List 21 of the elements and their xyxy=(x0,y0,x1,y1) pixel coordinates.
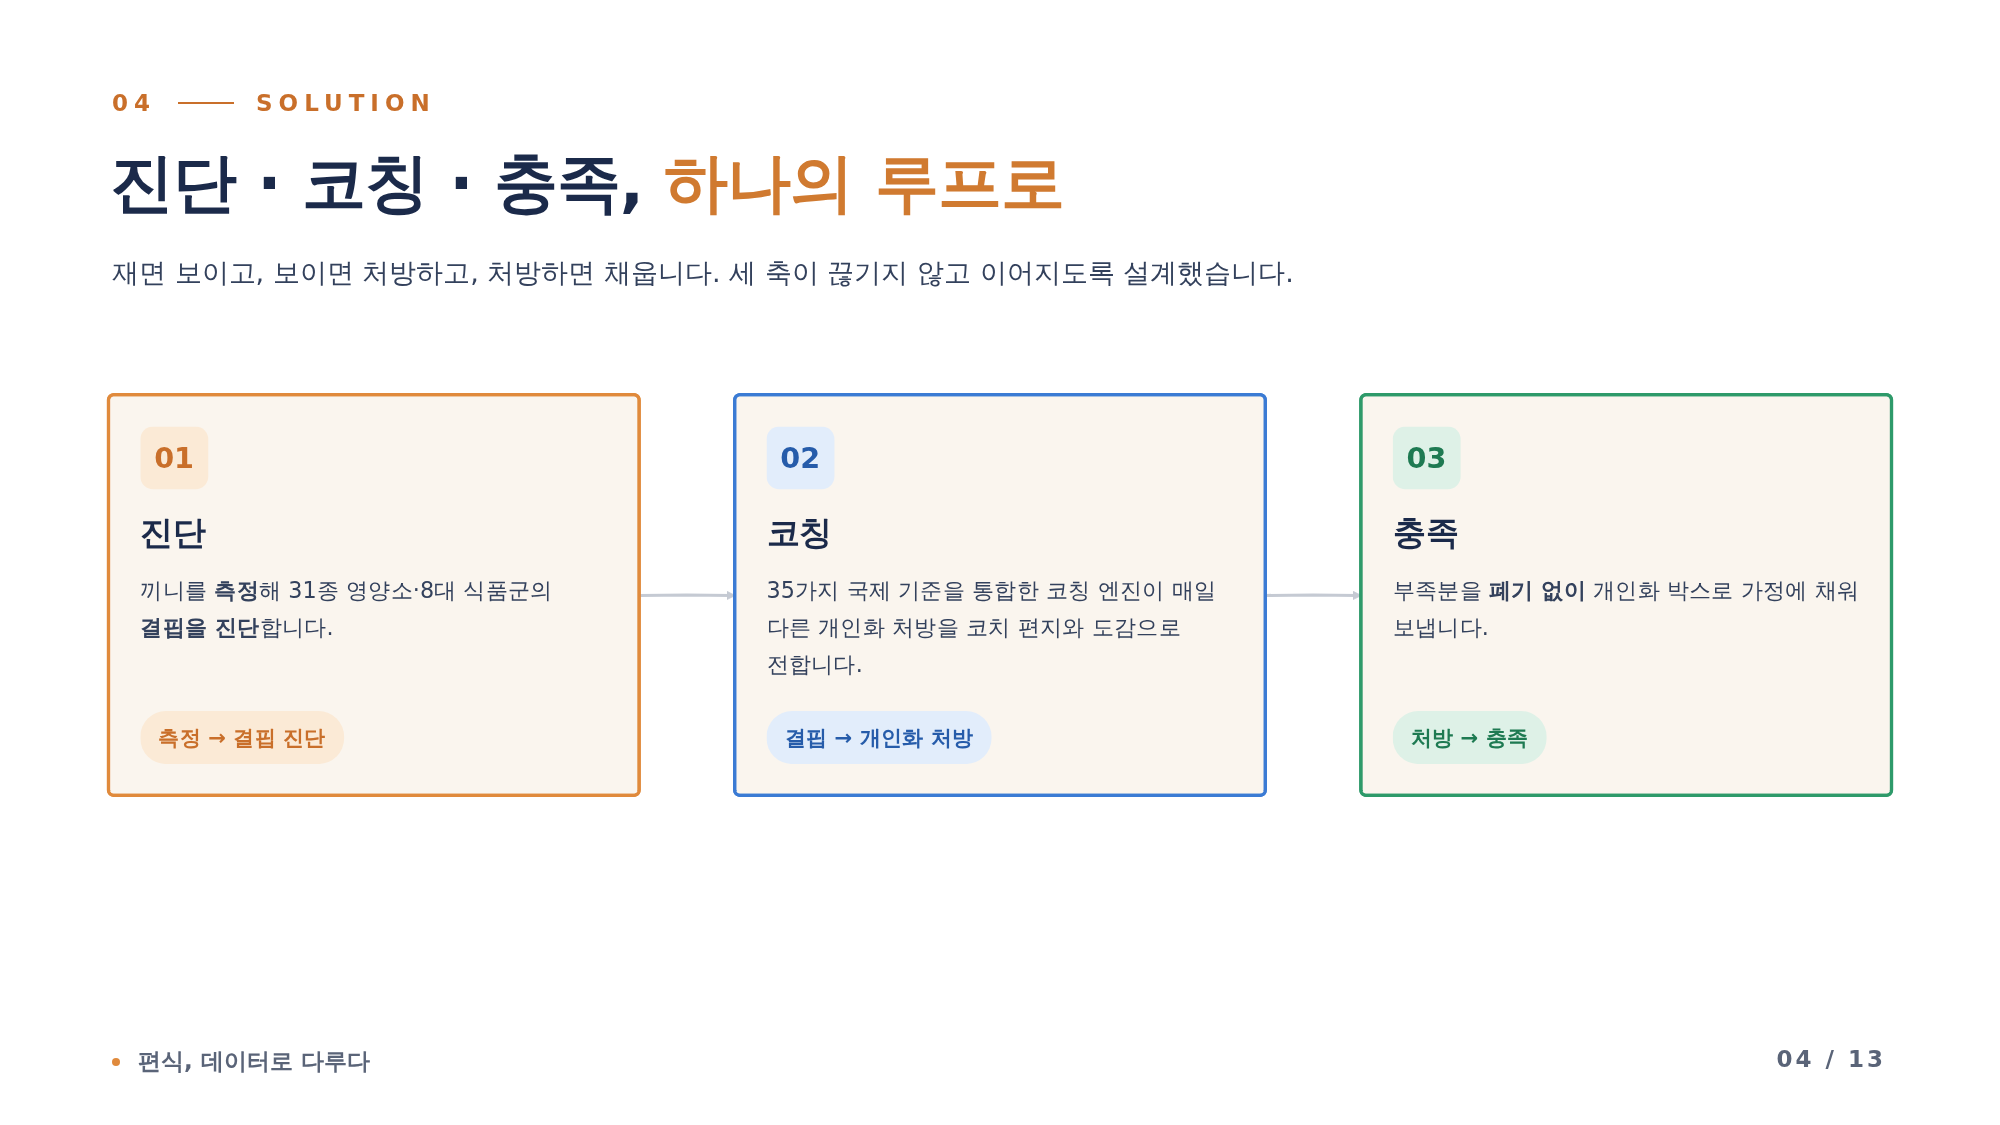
step-tag: 결핍 → 개인화 처방 xyxy=(766,710,992,764)
slide-title: 진단 · 코칭 · 충족, 하나의 루프로 xyxy=(110,145,1064,222)
footer-text: 편식, 데이터로 다루다 xyxy=(138,1047,370,1076)
step-tag: 처방 → 충족 xyxy=(1392,710,1547,764)
step-number-badge: 01 xyxy=(140,426,208,490)
slide-subtitle: 재면 보이고, 보이면 처방하고, 처방하면 채웁니다. 세 축이 끊기지 않고 이어지도록 설계했습니다. xyxy=(112,256,1294,290)
section-label: SOLUTION xyxy=(256,90,436,116)
step-heading: 충족 xyxy=(1392,512,1459,554)
step-number-badge: 02 xyxy=(766,426,834,490)
step-heading: 진단 xyxy=(140,512,207,554)
step-card xyxy=(733,393,1267,797)
step-card xyxy=(106,393,641,797)
step-number-badge: 03 xyxy=(1392,426,1461,490)
step-description: 부족분을 폐기 없이 개인화 박스로 가정에 채워 보냅니다. xyxy=(1392,576,1860,642)
section-number: 04 xyxy=(112,90,156,116)
step-description: 35가지 국제 기준을 통합한 코칭 엔진이 매일 다른 개인화 처방을 코치 편지와 도감으로 전합니다. xyxy=(766,576,1218,679)
step-card xyxy=(1359,393,1894,797)
page-number: 04 / 13 xyxy=(1776,1046,1886,1072)
step-description: 끼니를 측정해 31종 영양소·8대 식품군의 결핍을 진단합니다. xyxy=(140,576,554,642)
step-tag: 측정 → 결핍 진단 xyxy=(140,710,344,764)
step-heading: 코칭 xyxy=(766,512,833,554)
